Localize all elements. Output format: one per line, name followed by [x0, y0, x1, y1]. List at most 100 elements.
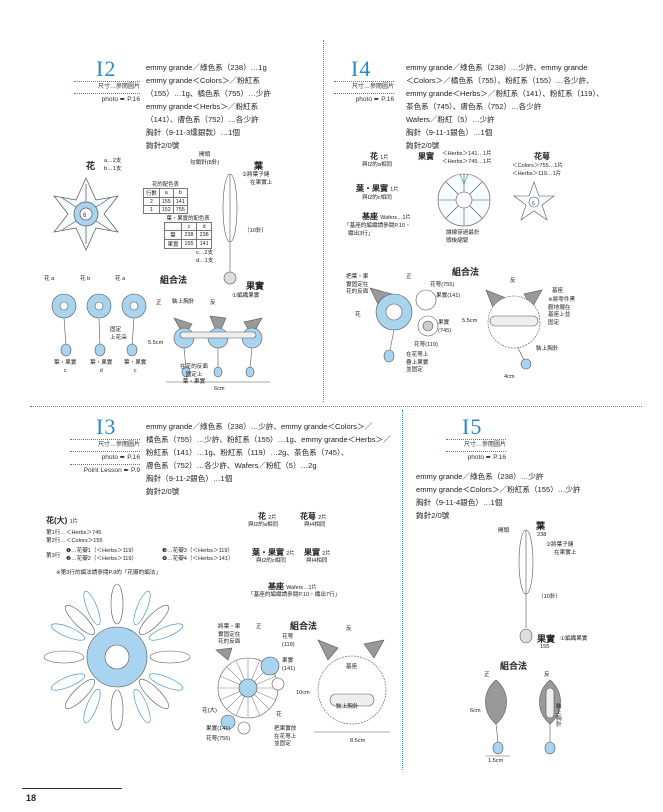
material-line: emmy grande＜Herbs＞／粉紅系（141）、粉紅系（119）、: [406, 89, 604, 98]
back-label: 反: [210, 300, 216, 306]
big-flower-chart-diagram: [43, 583, 191, 731]
row3-petals-2: ❸…花瓣3（＜Herbs＞119） ❹…花瓣4（＜Herbs＞141）: [162, 548, 234, 562]
pin-note: 裝 上 胸 針: [556, 704, 562, 729]
base-note: ※將零件黑 觀地擺在 基座上並 固定: [548, 297, 576, 326]
materials-list: emmy grande／綠色系（238）…少許、emmy grande ＜Col…: [406, 61, 604, 152]
material-line: emmy grande／綠色系（238）…少許、emmy grande＜Colo…: [146, 422, 373, 431]
attach-note: 將葉・果 實固定在 花的反面: [218, 624, 241, 646]
hook-start: 開頭: [498, 528, 510, 534]
flower-a-label: 花 a: [44, 276, 55, 282]
calyx-label: 花萼: [534, 152, 550, 161]
material-line: emmy grande／綠色系（238）…1g: [146, 63, 267, 72]
table-header: 行數: [143, 188, 160, 198]
stack-note: 在花萼上 疊上果實 並固定: [406, 352, 429, 374]
base-label: 基座 Wafers…1片: [362, 212, 411, 221]
leaf-fruit-note: 與I2的c相同: [362, 195, 392, 201]
leaf-label: 葉: [254, 161, 264, 171]
leaf-chain-diagram: [518, 529, 534, 644]
front-label: 正: [406, 274, 412, 280]
assembly-back-diagram: [166, 315, 270, 383]
dim-height: 5.5cm: [148, 340, 164, 346]
pin-note: 裝上胸針: [536, 346, 559, 352]
base-label-assembly: 基座: [552, 288, 564, 294]
leaf-fruit-note: 與I2的c相同: [256, 558, 286, 564]
back-label: 反: [510, 278, 516, 284]
material-line: 鉤針2/0號: [146, 487, 180, 496]
leaf-fruit-label-1: 葉・果實 c: [54, 360, 77, 374]
calyx-colors: ＜Colors＞755…1片 ＜Herbs＞119…1片: [512, 163, 563, 177]
back-label: 反: [346, 626, 352, 632]
materials-list: emmy grande／綠色系（238）…少許、emmy grande＜Colo…: [146, 420, 391, 498]
flower-label: 花 1片: [370, 152, 389, 161]
pin-note: 裝上胸針: [172, 299, 195, 305]
material-line: 粉紅系（141）…1g、粉紅系（119）…2g、茶色系（745）、: [146, 448, 349, 457]
size-line: 尺寸…參閱圖片: [97, 84, 140, 90]
photo-ref: photo ➨ P.16: [101, 96, 140, 103]
material-line: 胸針（9-11-1銀色）…1個: [406, 128, 493, 137]
calyx-label: 花萼 2片: [300, 512, 327, 521]
front-label: 正: [484, 672, 490, 678]
flower-a-label-2: 花 a: [115, 276, 126, 282]
dim-width: 8.5cm: [350, 738, 366, 744]
assembly-title: 組合法: [452, 267, 480, 277]
section-meta: 尺寸…參閱圖片 photo ➨ P.16: [74, 80, 140, 105]
table-header: a: [158, 188, 174, 198]
flower-big-label-assembly: 花(大): [202, 708, 217, 714]
ten-chains-label: （10針）: [538, 594, 562, 600]
fix-note: 固定 上花朵: [110, 327, 127, 341]
flower-label-assembly: 花: [276, 712, 282, 718]
fruit-label: 果實: [537, 634, 556, 644]
back-note: 在花的反面 固定上 葉・果實: [180, 364, 208, 386]
section-number: I5: [462, 414, 483, 439]
table-row: 果實 155 141: [164, 239, 213, 249]
leaf-label: 葉: [536, 521, 546, 531]
stack-note: 把果實放 在花萼上 並固定: [274, 726, 297, 748]
wrap-note: 讓線穿過最針 頭後縮緊: [446, 230, 480, 244]
divider-vertical-bottom: [402, 410, 403, 770]
svg-text:6: 6: [83, 213, 87, 219]
base-label-assembly: 基座: [346, 664, 358, 670]
flower-big-label: 花(大) 1片: [46, 516, 78, 525]
material-line: ＜Colors＞／橘色系（755）、粉紅系（155）…各少許、: [406, 76, 594, 85]
leaf-note: ②將葉子鏈 在果實上: [242, 172, 273, 186]
base-ref: 「基座的編織請參閱P.10・ 織出3行」: [344, 223, 411, 237]
flower-b-label: 花 b: [80, 276, 91, 282]
assembly-back-diagram: [539, 679, 561, 755]
fruit-label: 果實: [246, 281, 265, 291]
base-label: 基座 Wafers…1片: [268, 582, 317, 591]
table-title: 葉・果實的配色表: [166, 216, 210, 222]
material-line: emmy grande＜Colors＞／粉紅系（155）…少許: [416, 485, 581, 494]
front-label: 正: [256, 624, 262, 630]
divider-horizontal: [30, 406, 642, 407]
calyx-119: 花萼(119): [414, 342, 438, 348]
material-line: 胸針（9-11-4銀色）…1個: [416, 498, 503, 507]
dim-height: 10cm: [296, 690, 310, 696]
flower-a-count: a…2支: [104, 158, 122, 164]
leaf-color: 238: [537, 532, 547, 538]
section-meta: 尺寸…參閱圖片 photo ➨ P.16 Point Lesson ➨ P.9: [70, 438, 140, 476]
fruit-label: 果實: [418, 152, 434, 161]
fruit-745: 果實 (745): [438, 320, 452, 334]
base-ref: 「基座的編織請參閱P.10・織出7行」: [248, 592, 341, 598]
table-row: 1 152 755: [143, 205, 188, 214]
fruit-141: 果實(141): [436, 293, 461, 299]
assembly-front-diagram: [485, 679, 510, 757]
material-line: emmy grande／綠色系（238）…少許、emmy grande: [406, 63, 588, 72]
materials-list: emmy grande／綠色系（238）…少許 emmy grande＜Colo…: [416, 470, 581, 522]
calyx-755: 花萼(755): [206, 736, 231, 742]
fruit-label-assembly: 果實 (141): [282, 658, 296, 672]
assembly-front-diagram: [369, 287, 439, 363]
flower-chart-diagram: 6: [53, 177, 119, 251]
pin-note: 裝上胸針: [336, 704, 359, 710]
back-label: 反: [544, 672, 550, 678]
table-row: 2 155 141: [143, 197, 188, 206]
material-line: 茶色系（745）、膚色系（752）…各少許: [406, 102, 542, 111]
ten-chains-label: （10針）: [244, 228, 268, 234]
fruit-note: 與I4相同: [306, 558, 328, 564]
section-number: I4: [351, 56, 372, 81]
flower-label: 花 2片: [258, 512, 277, 521]
flower-label: 花: [86, 161, 96, 171]
row-colors: 第1行…＜Herbs＞745 第2行…＜Colors＞155: [46, 530, 103, 544]
fruit-chart-diagram: [437, 173, 491, 227]
assembly-back-diagram: [485, 289, 543, 370]
